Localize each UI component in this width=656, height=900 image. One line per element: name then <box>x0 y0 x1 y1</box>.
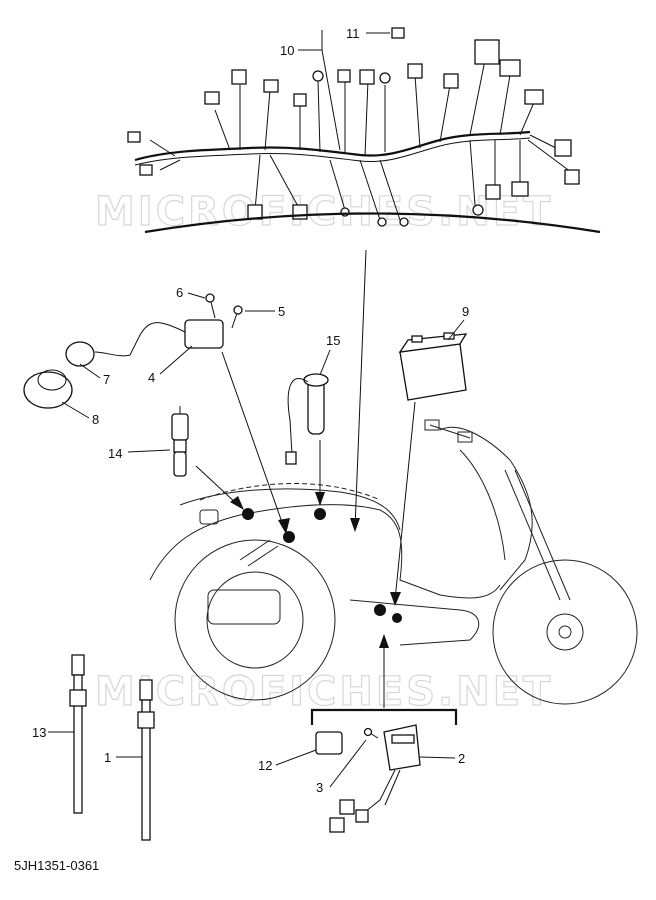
battery-9 <box>398 332 468 401</box>
fuse-holder-14 <box>171 406 189 477</box>
callout-9: 9 <box>462 304 469 319</box>
connector-11 <box>391 27 405 39</box>
sensor-15 <box>285 373 329 465</box>
cable-tie-13 <box>69 654 87 814</box>
ignition-coil <box>184 319 224 349</box>
watermark-bottom: MICROFICHES.NET <box>95 669 553 715</box>
wire-harness <box>127 39 580 227</box>
callout-15: 15 <box>326 333 340 348</box>
callout-5: 5 <box>278 304 285 319</box>
harness-bracket <box>144 212 601 234</box>
bolt-3 <box>363 727 373 737</box>
callout-13: 13 <box>32 725 46 740</box>
callout-11: 11 <box>346 26 360 41</box>
callout-2: 2 <box>458 751 465 766</box>
relay-12 <box>315 731 343 755</box>
callout-14: 14 <box>108 446 122 461</box>
callout-3: 3 <box>316 780 323 795</box>
callout-1: 1 <box>104 750 111 765</box>
ignition-coil-group <box>23 293 243 409</box>
callout-12: 12 <box>258 758 272 773</box>
callout-7: 7 <box>103 372 110 387</box>
callout-4: 4 <box>148 370 155 385</box>
cdi-unit-2 <box>329 724 421 833</box>
diagram-code: 5JH1351-0361 <box>14 858 100 873</box>
callout-8: 8 <box>92 412 99 427</box>
callout-10: 10 <box>280 43 294 58</box>
scooter <box>149 419 638 705</box>
callout-6: 6 <box>176 285 183 300</box>
cable-tie-1 <box>137 679 155 841</box>
bottom-group-bracket <box>310 708 458 725</box>
plug-cap <box>65 341 95 367</box>
